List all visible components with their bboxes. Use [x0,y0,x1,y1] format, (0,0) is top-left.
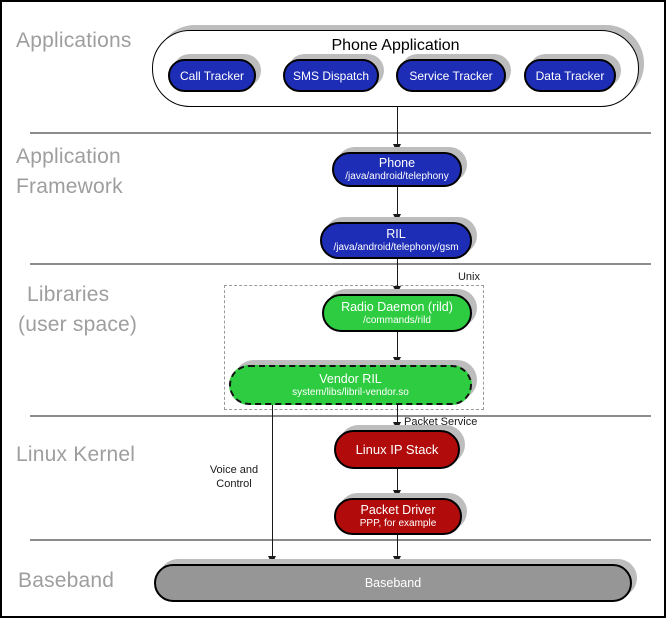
node-subtitle: /java/android/telephony/gsm [333,242,459,253]
arrowhead-down-icon [393,286,401,294]
unix-boundary-box [224,285,484,410]
arrowhead-down-icon [393,357,401,365]
node-subtitle: system/libs/libril-vendor.so [292,386,409,398]
baseband-node: Baseband [154,564,632,602]
arrow-phoneapp-to-phone [397,107,398,152]
arrowhead-down-icon [393,490,401,498]
arrowhead-down-icon [268,556,276,564]
node-title: Packet Driver [360,503,436,517]
arrow-vendor-ril-to-ip-stack [397,405,398,430]
section-label-applications: Applications [16,26,132,56]
packet-service-label: Packet Service [404,416,478,428]
section-label-application-framework: Application Framework [16,142,123,202]
call-tracker-node: Call Tracker [168,59,256,92]
linux-ip-stack-node: Linux IP Stack [334,430,460,469]
node-title: Linux IP Stack [355,442,439,457]
section-divider [30,132,651,134]
node-label: Data Tracker [535,68,605,83]
arrowhead-down-icon [393,556,401,564]
section-label-libraries: Libraries (user space) [18,280,137,340]
arrow-radio-daemon-to-vendor-ril [397,332,398,365]
node-title: RIL [386,227,406,241]
arrowhead-down-icon [393,214,401,222]
section-label-line1: Libraries [27,283,110,306]
section-label-text: Applications [16,29,132,52]
packet-driver-node: Packet Driver PPP, for example [334,498,462,535]
node-subtitle: /java/android/telephony [345,171,449,182]
voice-and-control-line1: Voice and [209,464,259,476]
section-label-text: Linux Kernel [16,443,136,466]
arrow-ip-stack-to-packet-driver [397,469,398,498]
arrowhead-down-icon [393,144,401,152]
service-tracker-node: Service Tracker [396,59,506,92]
node-title: Baseband [364,575,422,590]
unix-label: Unix [457,271,480,283]
node-label: SMS Dispatch [292,68,370,83]
vendor-ril-node: Vendor RIL system/libs/libril-vendor.so [229,365,472,405]
section-label-linux-kernel: Linux Kernel [16,440,135,470]
node-subtitle: /commands/rild [363,314,431,326]
phone-node: Phone /java/android/telephony [332,152,462,187]
section-divider [30,539,651,541]
section-label-text: Baseband [18,569,115,592]
node-label: Service Tracker [409,68,493,83]
section-label-line1: Application [16,145,121,168]
ril-node: RIL /java/android/telephony/gsm [320,222,472,259]
arrowhead-down-icon [393,422,401,430]
section-label-line2: (user space) [18,313,138,336]
node-title: Phone [378,156,416,170]
arrow-vendor-ril-to-baseband-voice [272,405,273,564]
phone-application-title: Phone Application [331,37,460,54]
section-label-line2: Framework [16,175,123,198]
arrow-ril-to-radio-daemon [397,259,398,294]
section-divider [30,263,651,265]
sms-dispatch-node: SMS Dispatch [283,59,379,92]
voice-and-control-line2: Control [216,478,252,490]
node-label: Call Tracker [179,68,244,83]
section-label-baseband: Baseband [18,566,114,596]
node-subtitle: PPP, for example [359,518,437,529]
arrow-packet-driver-to-baseband [397,535,398,564]
node-title: Vendor RIL [319,371,382,386]
node-title: Radio Daemon (rild) [341,299,453,314]
section-divider [30,415,651,417]
voice-and-control-label: Voice and Control [202,463,266,491]
radio-daemon-node: Radio Daemon (rild) /commands/rild [322,294,472,332]
arrow-phone-to-ril [397,187,398,222]
data-tracker-node: Data Tracker [524,59,616,92]
